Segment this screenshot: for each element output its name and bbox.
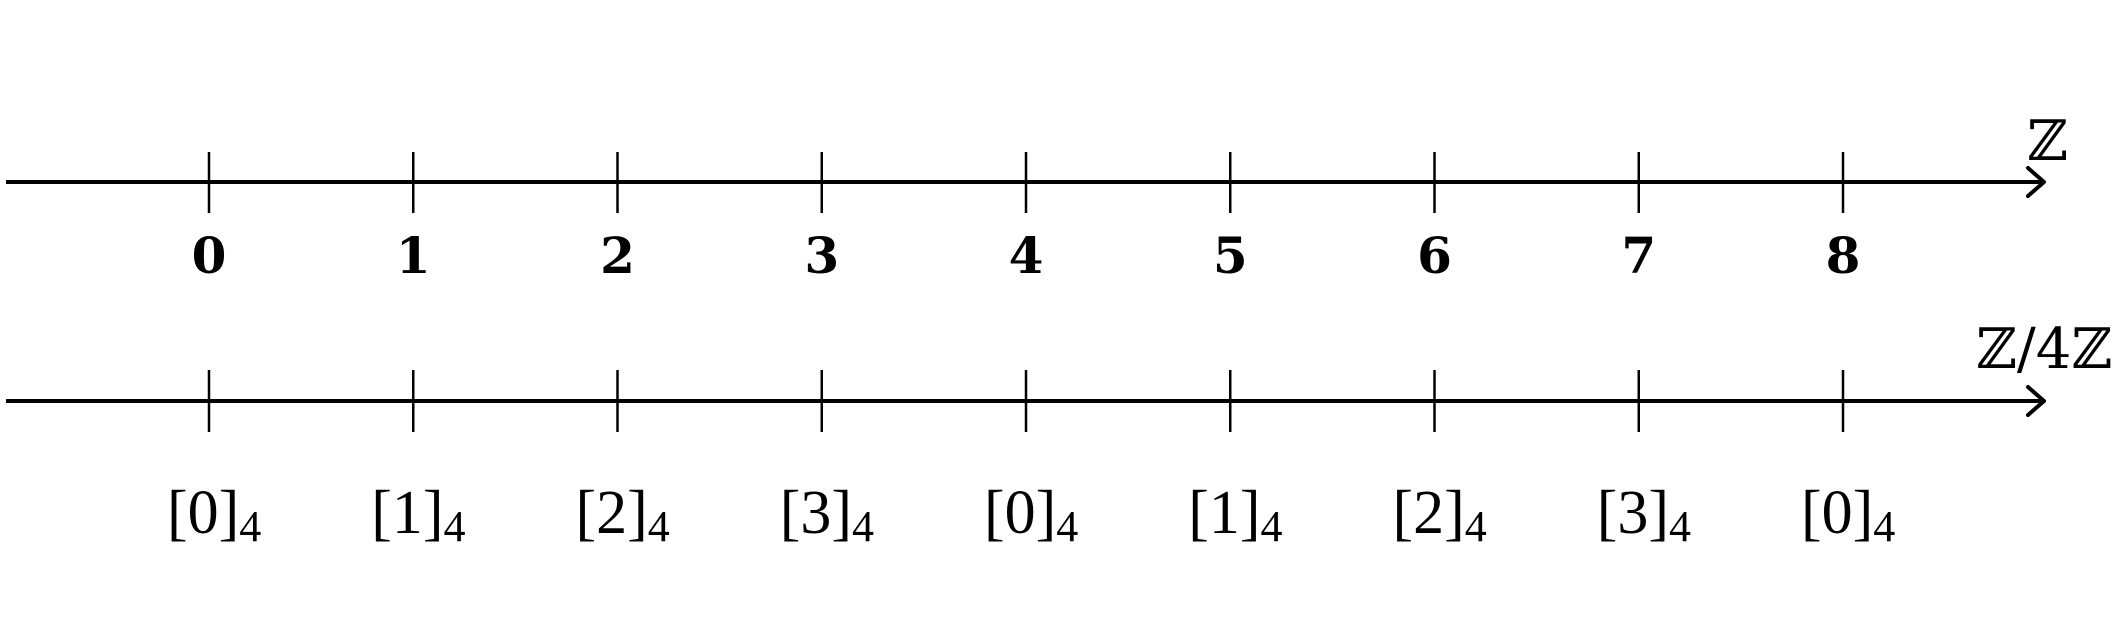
residue-class-modulus: 4 [1056,502,1078,551]
integer-tick-label: 8 [1826,226,1861,285]
residue-class-bracket: [0] [1801,479,1873,547]
residue-class-modulus: 4 [1261,502,1283,551]
integer-axis-arrowhead [2026,166,2046,198]
integer-tick-label: 2 [600,226,635,285]
residue-class-label: [2]4 [576,479,670,551]
integer-tick-label: 5 [1213,226,1248,285]
residue-axis-name: ℤ/4ℤ [1976,317,2112,382]
residue-class-label: [2]4 [1393,479,1487,551]
integer-axis: ℤ 0 1 2 3 4 5 6 7 8 [6,109,2068,285]
residue-axis-ticks [207,370,1845,432]
residue-class-label: [0]4 [1801,479,1895,551]
residue-class-label: [0]4 [984,479,1078,551]
integer-axis-labels: 0 1 2 3 4 5 6 7 8 [192,226,1861,285]
residue-class-label: [1]4 [1188,479,1282,551]
residue-class-bracket: [3] [780,479,852,547]
integer-axis-ticks [207,152,1845,213]
residue-class-bracket: [3] [1597,479,1669,547]
residue-class-modulus: 4 [1465,502,1487,551]
residue-class-bracket: [0] [167,479,239,547]
residue-class-modulus: 4 [239,502,261,551]
residue-axis-arrowhead [2026,385,2046,417]
residue-class-label: [1]4 [371,479,465,551]
residue-class-bracket: [2] [1393,479,1465,547]
residue-class-bracket: [0] [984,479,1056,547]
residue-axis-labels: [0]4[1]4[2]4[3]4[0]4[1]4[2]4[3]4[0]4 [167,479,1895,551]
residue-class-bracket: [1] [1188,479,1260,547]
residue-class-bracket: [1] [371,479,443,547]
residue-class-modulus: 4 [444,502,466,551]
integer-axis-name: ℤ [2027,109,2068,174]
residue-class-label: [3]4 [780,479,874,551]
residue-class-modulus: 4 [1873,502,1895,551]
residue-class-modulus: 4 [1669,502,1691,551]
residue-class-bracket: [2] [576,479,648,547]
integer-tick-label: 4 [1009,226,1044,285]
residue-class-modulus: 4 [852,502,874,551]
integer-tick-label: 3 [804,226,839,285]
residue-class-modulus: 4 [648,502,670,551]
residue-class-label: [0]4 [167,479,261,551]
residue-class-label: [3]4 [1597,479,1691,551]
residue-axis: ℤ/4ℤ [0]4[1]4[2]4[3]4[0]4[1]4[2]4[3]4[0]… [6,317,2112,551]
integer-tick-label: 0 [192,226,227,285]
integer-tick-label: 1 [396,226,431,285]
integer-tick-label: 6 [1417,226,1452,285]
integer-tick-label: 7 [1621,226,1656,285]
